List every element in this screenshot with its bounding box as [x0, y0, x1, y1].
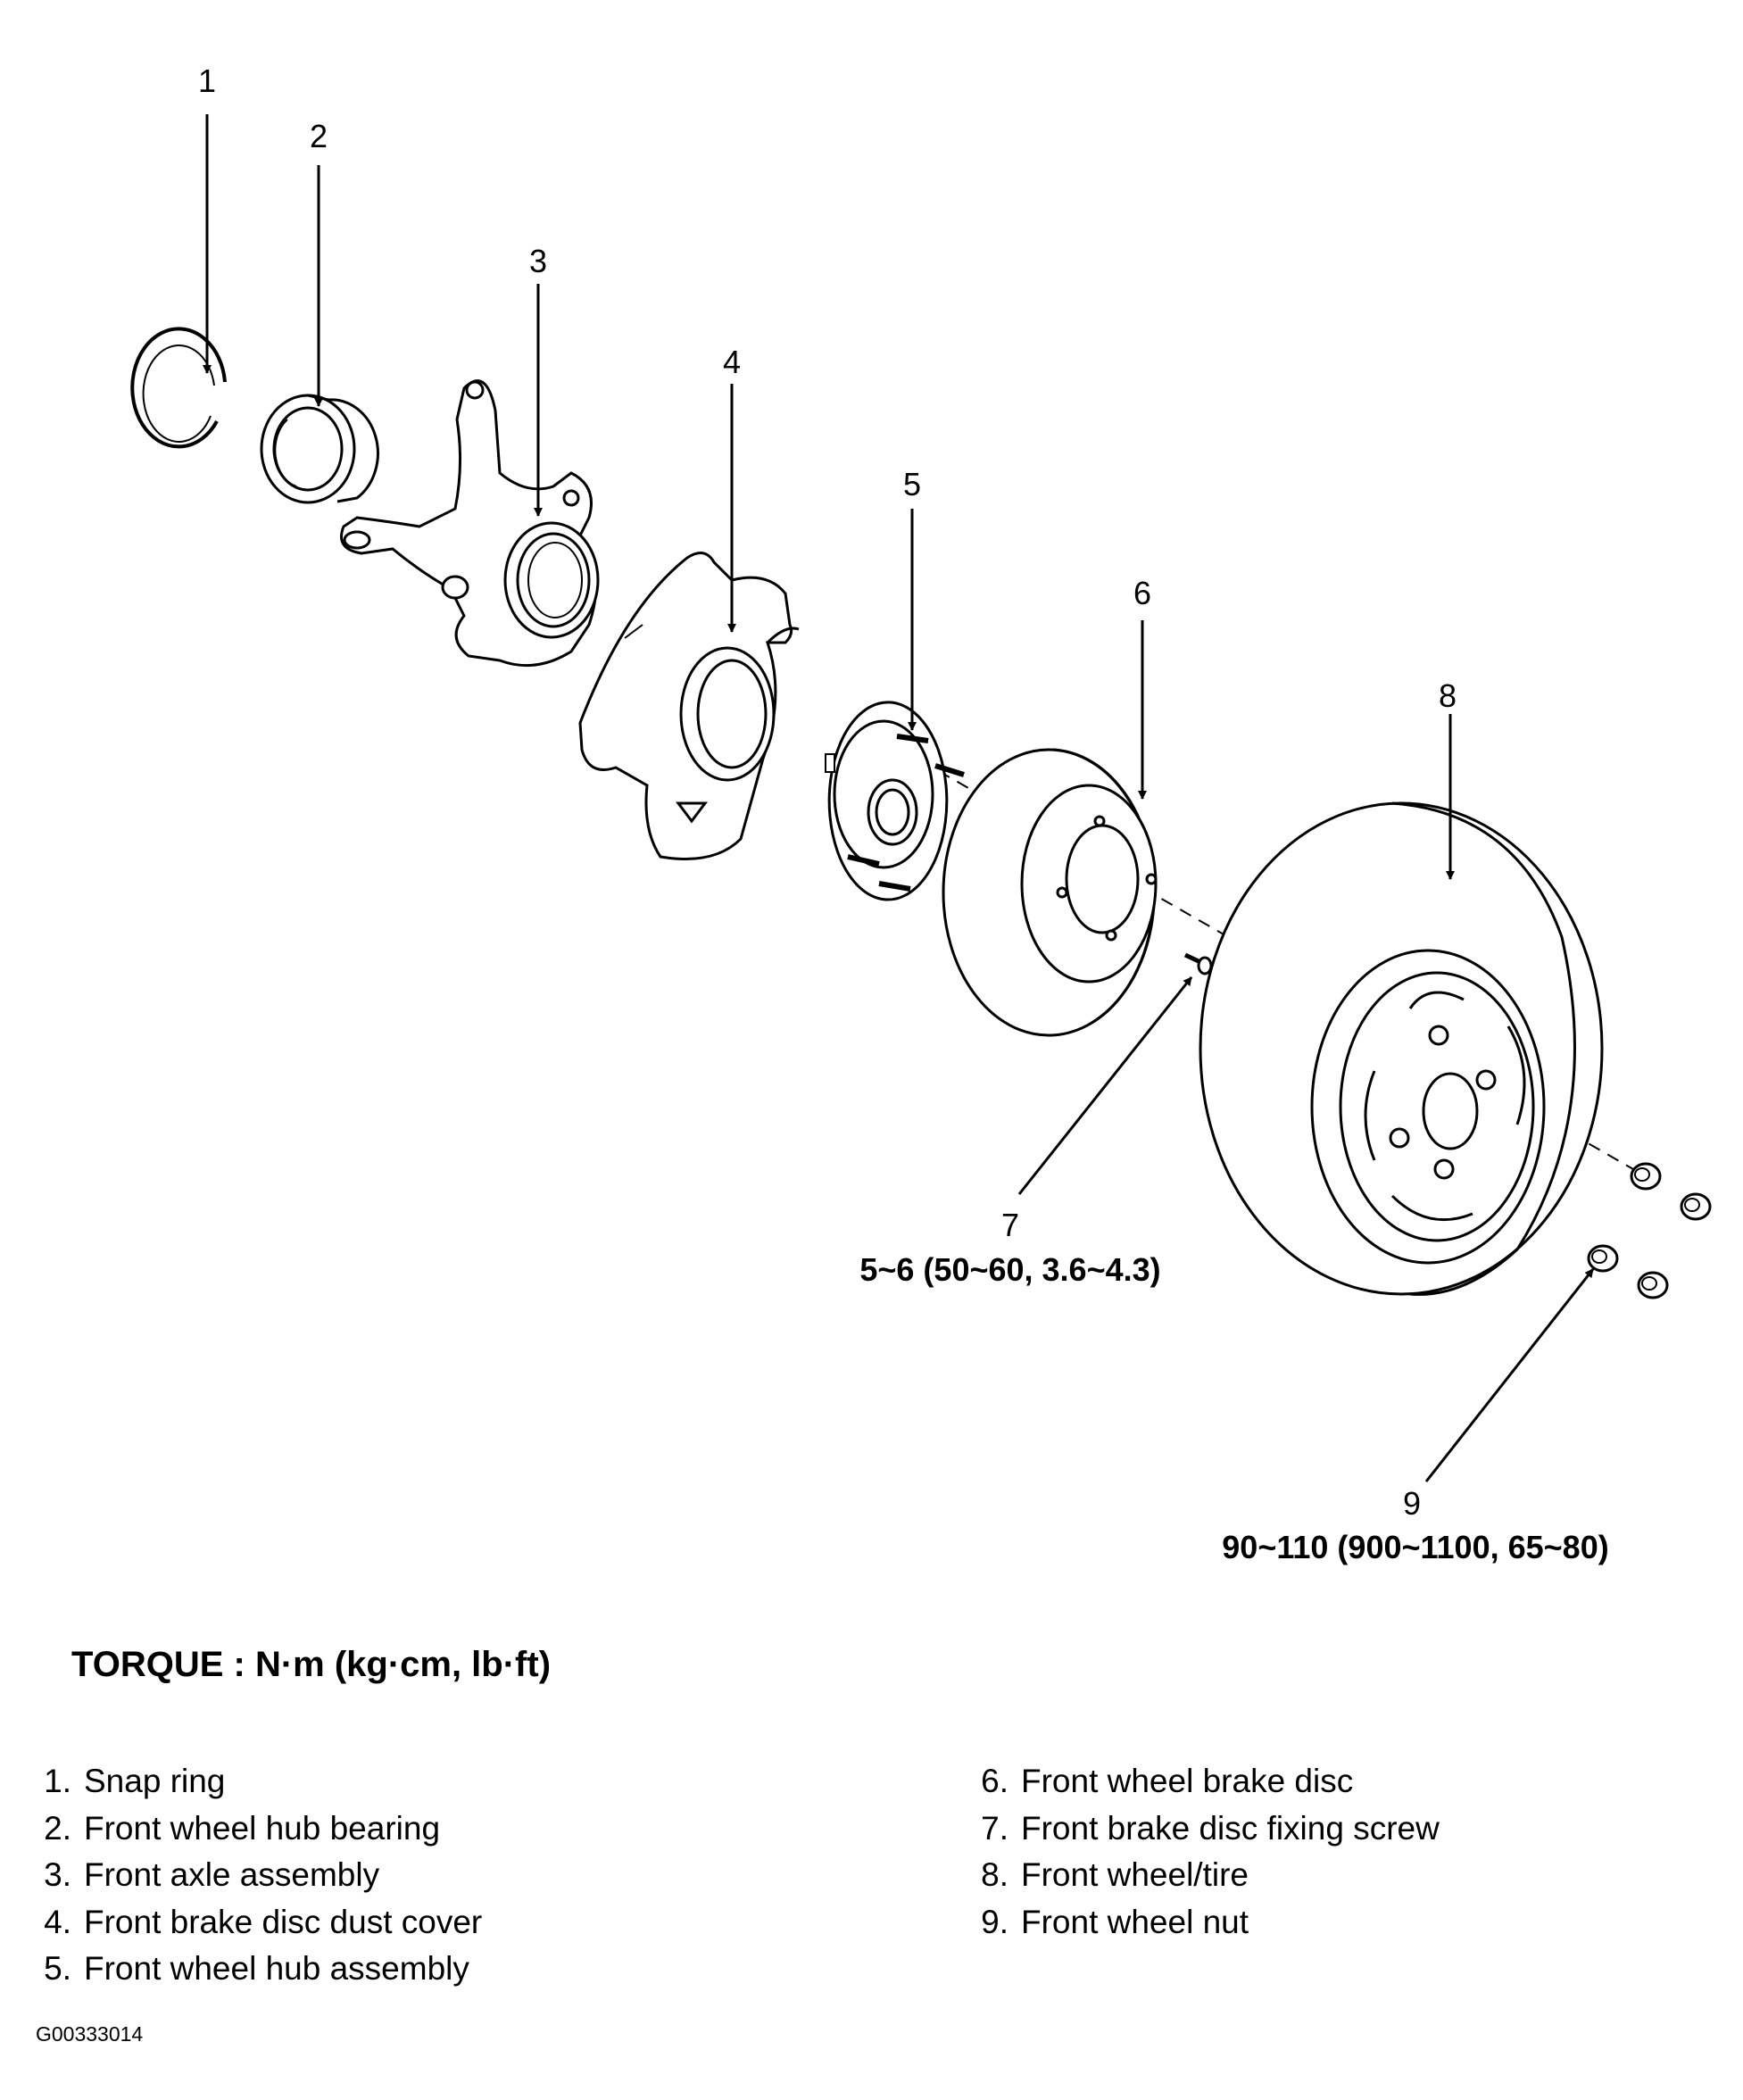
legend-item: 2. Front wheel hub bearing — [25, 1805, 482, 1853]
exploded-view-diagram: 1 2 3 4 5 6 7 8 9 5~6 (50~60, 3.6~4.3) 9… — [130, 62, 1712, 1565]
parts-legend-right: 6. Front wheel brake disc 7. Front brake d… — [962, 1758, 1440, 1946]
leader-line-9 — [1424, 1268, 1595, 1482]
legend-item: 5. Front wheel hub assembly — [25, 1946, 482, 1993]
legend-item-number: 4. — [44, 1903, 71, 1940]
legend-item-number: 8. — [981, 1856, 1008, 1893]
wheel-tire-part — [1199, 801, 1604, 1296]
legend-item-label: Front wheel/tire — [1021, 1856, 1249, 1893]
torque-value-fixing-screw: 5~6 (50~60, 3.6~4.3) — [859, 1251, 1160, 1288]
legend-item-label: Front brake disc fixing screw — [1021, 1809, 1440, 1847]
legend-item-number: 7. — [981, 1809, 1008, 1847]
legend-item: 4. Front brake disc dust cover — [25, 1899, 482, 1946]
callout-1: 1 — [198, 62, 216, 99]
legend-item-number: 2. — [44, 1809, 71, 1847]
legend-item-number: 1. — [44, 1763, 71, 1799]
legend-item: 1. Snap ring — [25, 1758, 482, 1805]
legend-item-label: Front wheel brake disc — [1021, 1763, 1354, 1799]
legend-item-label: Front wheel hub bearing — [84, 1809, 441, 1847]
fixing-screw-part — [1183, 952, 1213, 975]
leader-line-7 — [1017, 976, 1193, 1195]
legend-item: 3. Front axle assembly — [25, 1852, 482, 1899]
legend-item: 9. Front wheel nut — [962, 1899, 1440, 1946]
parts-legend-left: 1. Snap ring 2. Front wheel hub bearing 3.… — [25, 1758, 482, 1993]
wheel-nuts-part — [1587, 1162, 1712, 1299]
wheel-hub-part — [825, 701, 965, 901]
legend-item: 8. Front wheel/tire — [962, 1852, 1440, 1899]
torque-value-wheel-nut: 90~110 (900~1100, 65~80) — [1222, 1529, 1608, 1565]
legend-item-label: Front axle assembly — [84, 1856, 380, 1893]
callout-2: 2 — [310, 118, 328, 154]
legend-item-label: Snap ring — [84, 1763, 226, 1799]
brake-disc-part — [942, 748, 1158, 1037]
snap-ring-part — [130, 327, 227, 449]
legend-item-label: Front wheel hub assembly — [84, 1950, 469, 1987]
torque-units-title: TORQUE : N·m (kg·cm, lb·ft) — [71, 1645, 552, 1684]
callout-4: 4 — [723, 344, 741, 380]
callout-6: 6 — [1133, 575, 1151, 611]
legend-item-label: Front brake disc dust cover — [84, 1903, 483, 1940]
legend-item-number: 6. — [981, 1763, 1008, 1799]
hub-bearing-part — [260, 394, 379, 504]
brake-dust-cover-part — [578, 552, 800, 860]
front-axle-knuckle-part — [340, 379, 600, 668]
callout-9: 9 — [1403, 1485, 1421, 1522]
legend-item-number: 5. — [44, 1950, 71, 1987]
figure-id: G00333014 — [36, 2022, 144, 2046]
callout-7: 7 — [1001, 1207, 1019, 1243]
callout-3: 3 — [529, 243, 547, 279]
callout-5: 5 — [903, 466, 921, 502]
legend-item-number: 9. — [981, 1903, 1008, 1940]
legend-item: 7. Front brake disc fixing screw — [962, 1805, 1440, 1853]
legend-item-label: Front wheel nut — [1021, 1903, 1249, 1940]
legend-item-number: 3. — [44, 1856, 71, 1893]
callout-8: 8 — [1439, 677, 1457, 714]
legend-item: 6. Front wheel brake disc — [962, 1758, 1440, 1805]
